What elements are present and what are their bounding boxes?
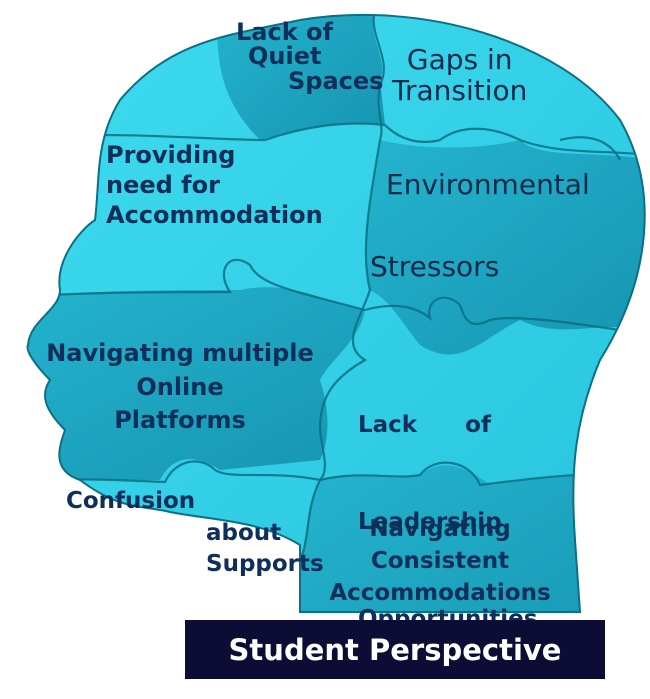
head-silhouette [26, 13, 646, 613]
puzzle-head-diagram: Lack of Quiet Spaces Gaps in Transition … [26, 13, 646, 679]
label-accommodation: Providing need for Accommodation [106, 141, 323, 229]
piece-environmental [365, 140, 645, 355]
piece-online-platforms [27, 287, 365, 480]
label-online-platforms: Navigating multiple Online Platforms [46, 339, 314, 435]
caption-banner: Student Perspective [185, 620, 605, 679]
label-consistent: Navigating Consistent Accommodations [329, 516, 551, 607]
piece-consistent [300, 465, 645, 612]
label-confusion: Confusion about Supports [66, 488, 324, 578]
puzzle-seams [27, 14, 645, 561]
caption-text: Student Perspective [228, 632, 562, 667]
label-quiet-spaces: Lack of Quiet Spaces [236, 18, 384, 95]
piece-quiet-spaces [217, 14, 385, 140]
head-outline [26, 13, 646, 613]
label-environmental: Environmental [386, 168, 590, 201]
label-gaps-transition: Gaps in Transition [392, 43, 528, 108]
label-stressors: Stressors [370, 250, 500, 283]
